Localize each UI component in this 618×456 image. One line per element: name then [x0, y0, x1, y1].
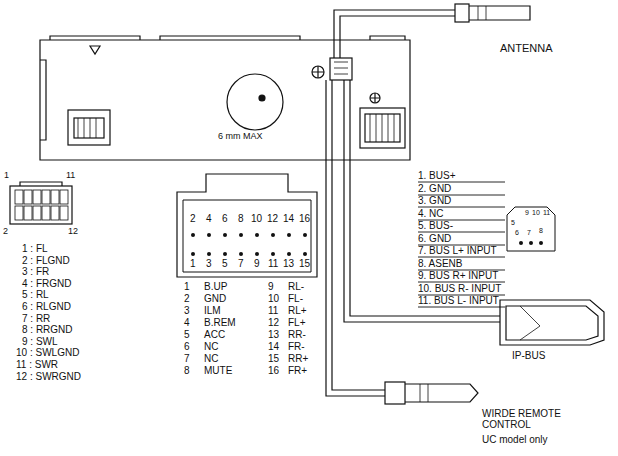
pin-signal: 6 : RLGND [22, 301, 71, 312]
part-name: WIRDE REMOTE CONTROL [482, 408, 564, 430]
pin-number: 10 [251, 214, 262, 224]
pin-signal: ILM [204, 305, 221, 316]
pin-number: 16 [299, 214, 310, 224]
pin-number: 6 [515, 229, 519, 236]
pin-signal: 4 : FRGND [22, 278, 71, 289]
pin-number: 11 [268, 259, 278, 269]
pin-number: 9 [254, 259, 260, 269]
pin-signal: 7 : RR [22, 313, 50, 324]
pin-signal: 12 : SWRGND [16, 371, 81, 382]
connector-outline [176, 172, 318, 278]
pin-signal: 1 : FL [22, 243, 48, 254]
pin-signal: B.UP [204, 281, 227, 292]
pin-signal: ACC [204, 329, 225, 340]
pin-number: 13 [268, 329, 279, 340]
pin-number: 11 [543, 209, 550, 216]
pin-signal: 1. BUS+ [418, 170, 456, 181]
pin-signal: 11. BUS L- INPUT [418, 295, 499, 306]
pin-signal: B.REM [204, 317, 236, 328]
pin-number: 9 [525, 209, 529, 216]
pin-signal: 10. BUS R- INPUT [418, 283, 501, 294]
pin-number: 10 [532, 209, 540, 216]
pin-number: 8 [539, 227, 543, 234]
pin-number: 15 [299, 259, 310, 269]
pin-number: 7 [184, 353, 190, 364]
pin-number: 14 [283, 214, 294, 224]
pin-signal: FR+ [288, 365, 307, 376]
connector-ipbus: 5 91011 6 7 8 [505, 205, 557, 253]
pin-number: 4 [206, 214, 212, 224]
pin-number: 9 [268, 281, 274, 292]
pin-signal: 2. GND [418, 183, 451, 194]
pin-number: 2 [3, 227, 8, 237]
pin-number: 8 [184, 365, 190, 376]
pin-signal: GND [204, 293, 226, 304]
pin-number: 7 [527, 229, 531, 236]
pin-number: 6 [184, 341, 190, 352]
pin-signal: RL+ [288, 305, 307, 316]
pin-signal: 7. BUS L+ INPUT [418, 245, 497, 256]
pin-number: 13 [283, 259, 294, 269]
pin-number: 5 [511, 219, 515, 226]
pin-signal: 10 : SWLGND [16, 347, 79, 358]
pin-number: 12 [268, 317, 279, 328]
pin-signal: 9 : SWL [22, 336, 58, 347]
pin-number: 16 [268, 365, 279, 376]
pin-signal: 8 : RRGND [22, 324, 73, 335]
pin-signal: RR- [288, 329, 306, 340]
pin-number: 3 [184, 305, 190, 316]
pin-number: 7 [238, 259, 244, 269]
pin-number: 1 [4, 171, 9, 181]
pin-number: 11 [66, 171, 75, 181]
pin-signal: MUTE [204, 365, 232, 376]
pin-number: 3 [206, 259, 212, 269]
pin-number: 5 [184, 329, 190, 340]
pin-signal: FL+ [288, 317, 306, 328]
pin-signal: NC [204, 353, 218, 364]
pin-signal: 5. BUS- [418, 220, 453, 231]
pin-number: 14 [268, 341, 279, 352]
pin-number: 1 [190, 259, 196, 269]
pin-signal: FR- [288, 341, 305, 352]
pin-number: 11 [268, 305, 278, 316]
depth-note: 6 mm MAX [218, 132, 263, 142]
pin-signal: 9. BUS R+ INPUT [418, 270, 498, 281]
pin-number: 4 [184, 317, 190, 328]
pin-signal: RL- [288, 281, 304, 292]
pin-signal: 3 : FR [22, 266, 49, 277]
pin-number: 5 [222, 259, 228, 269]
pin-number: 15 [268, 353, 279, 364]
pin-signal: 4. NC [418, 208, 444, 219]
pin-number: 12 [267, 214, 278, 224]
pin-number: 10 [268, 293, 279, 304]
pin-number: 1 [184, 281, 190, 292]
pin-number: 6 [222, 214, 228, 224]
pin-number: 2 [184, 293, 190, 304]
pin-signal: FL- [288, 293, 303, 304]
pin-signal: 8. ASENB [418, 258, 462, 269]
pin-number: 2 [190, 214, 196, 224]
pin-number: 8 [238, 214, 244, 224]
pin-number: 12 [68, 227, 78, 237]
pin-signal: 3. GND [418, 195, 451, 206]
antenna-label: ANTENNA [500, 42, 553, 54]
pin-signal: 11 : SWR [16, 359, 58, 370]
pin-signal: 5 : RL [22, 289, 49, 300]
pin-signal: 6. GND [418, 233, 451, 244]
part-name: IP-BUS [512, 350, 545, 361]
pin-signal: 2 : FLGND [22, 255, 70, 266]
pin-signal: NC [204, 341, 218, 352]
pin-signal: RR+ [288, 353, 308, 364]
note: UC model only [482, 434, 548, 445]
connector-16pin: 24681012141613579111315 [176, 172, 318, 278]
